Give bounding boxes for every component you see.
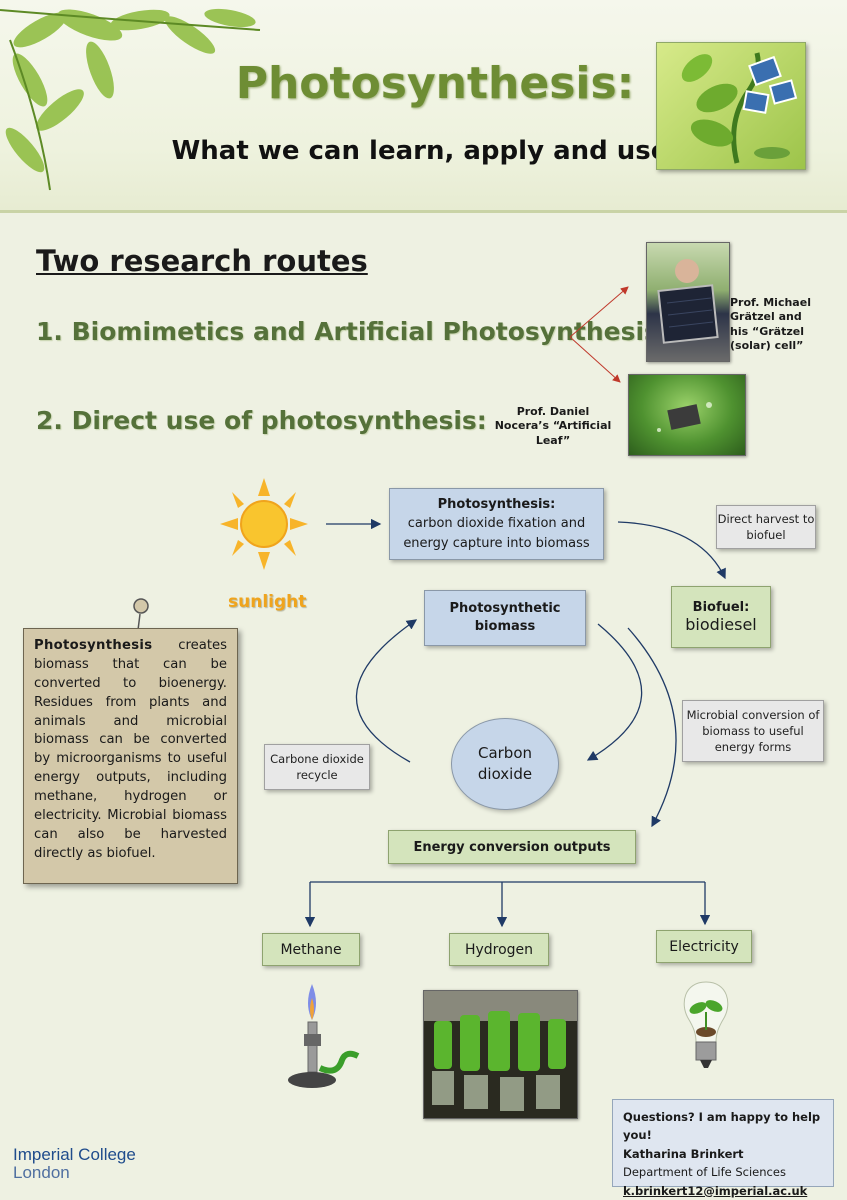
photosynthesis-box-title: Photosynthesis: bbox=[437, 496, 556, 512]
biofuel-box-title: Biofuel: bbox=[692, 600, 750, 615]
logo-line-2: London bbox=[13, 1162, 70, 1182]
page-title: Photosynthesis: bbox=[235, 58, 635, 109]
contact-email-link[interactable]: k.brinkert12@imperial.ac.uk bbox=[623, 1183, 808, 1198]
photosynthesis-box-text: carbon dioxide fixation and energy captu… bbox=[403, 516, 590, 551]
graetzel-photo bbox=[646, 242, 730, 362]
bunsen-burner-icon bbox=[288, 984, 360, 1088]
contact-box: Questions? I am happy to help you! Katha… bbox=[612, 1099, 834, 1198]
info-note-lead: Photosynthesis bbox=[34, 638, 153, 653]
biofuel-box: Biofuel: biodiesel bbox=[671, 586, 771, 648]
leaf-solar-plant-icon bbox=[656, 42, 806, 170]
direct-harvest-box: Direct harvest to biofuel bbox=[716, 505, 816, 549]
carbone-recycle-box: Carbone dioxide recycle bbox=[264, 744, 370, 790]
biomass-box: Photosynthetic biomass bbox=[424, 590, 586, 646]
sunlight-label: sunlight bbox=[228, 592, 307, 612]
artificial-leaf-photo bbox=[628, 374, 746, 456]
algae-tubes-image bbox=[423, 990, 578, 1119]
route-2-heading: 2. Direct use of photosynthesis: bbox=[36, 406, 487, 435]
lightbulb-plant-icon bbox=[683, 981, 729, 1068]
photosynthesis-box: Photosynthesis: carbon dioxide fixation … bbox=[389, 488, 604, 560]
microbial-conversion-box: Microbial conversion of biomass to usefu… bbox=[682, 700, 824, 762]
page-subtitle: What we can learn, apply and use bbox=[171, 136, 669, 166]
methane-box: Methane bbox=[262, 933, 360, 966]
carbon-dioxide-circle: Carbon dioxide bbox=[451, 718, 559, 810]
electricity-box: Electricity bbox=[656, 930, 752, 963]
imperial-college-logo: Imperial College London bbox=[13, 1146, 136, 1182]
contact-question: Questions? I am happy to help you! bbox=[623, 1110, 821, 1143]
leaves-decoration-icon bbox=[0, 8, 261, 191]
info-note: Photosynthesis creates biomass that can … bbox=[23, 628, 238, 884]
magnifier-pin-icon bbox=[133, 598, 149, 631]
contact-name: Katharina Brinkert bbox=[623, 1146, 744, 1161]
energy-outputs-box: Energy conversion outputs bbox=[388, 830, 636, 864]
graetzel-caption: Prof. Michael Grätzel and his “Grätzel (… bbox=[730, 296, 811, 352]
nocera-caption: Prof. Daniel Nocera’s “Artificial Leaf” bbox=[494, 405, 612, 447]
hydrogen-box: Hydrogen bbox=[449, 933, 549, 966]
info-note-text: creates biomass that can be converted to… bbox=[34, 638, 227, 861]
sun-icon bbox=[220, 478, 308, 570]
logo-line-1: Imperial College bbox=[13, 1145, 136, 1164]
contact-department: Department of Life Sciences bbox=[623, 1165, 786, 1180]
biofuel-box-text: biodiesel bbox=[685, 615, 757, 634]
header-banner: Photosynthesis: What we can learn, apply… bbox=[0, 0, 847, 213]
route-1-heading: 1. Biomimetics and Artificial Photosynth… bbox=[36, 317, 669, 346]
routes-heading: Two research routes bbox=[36, 244, 368, 278]
